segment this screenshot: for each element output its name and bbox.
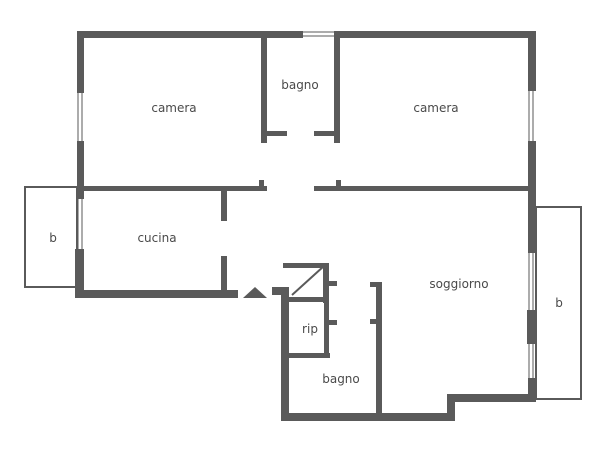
door-jamb-1 [259, 180, 264, 191]
label-camera-left: camera [151, 101, 196, 115]
window-left-lower [77, 199, 83, 249]
rip-diagonal [291, 265, 325, 296]
window-left-upper [77, 93, 83, 141]
label-balcony-right: b [555, 296, 563, 310]
door-jamb-2 [336, 180, 341, 191]
balcony-right [535, 206, 582, 400]
wall-left-mid [77, 141, 84, 199]
wall-bagno-door-left [261, 131, 287, 136]
wall-right-pillar [527, 310, 536, 344]
outer-walls [75, 31, 536, 421]
wall-bagno-top-left [261, 31, 267, 143]
wall-rip-right-upper [323, 263, 329, 303]
label-soggiorno: soggiorno [429, 277, 488, 291]
rip-door-jamb-b [329, 320, 337, 325]
label-balcony-left: b [49, 231, 57, 245]
wall-top-left [77, 31, 303, 38]
label-bagno-top: bagno [281, 78, 319, 92]
wall-rip-bottom-stub [289, 297, 329, 302]
wall-rip-right-base [324, 325, 329, 358]
wall-right-top [528, 31, 536, 91]
wall-bagno-bottom-right [376, 282, 382, 417]
wall-bottom-main [281, 413, 455, 421]
label-bagno-bottom: bagno [322, 372, 360, 386]
wall-rip-top [283, 263, 327, 268]
wall-right-mid [528, 141, 536, 253]
entrance-arrow [243, 287, 267, 298]
window-right-lower [528, 253, 534, 378]
wall-bottom-right [447, 394, 536, 402]
wall-rip-right-lower [324, 303, 329, 325]
wall-bagno-top-right [334, 31, 340, 143]
wall-mid-left [77, 186, 267, 191]
wall-right-bottom [528, 378, 536, 402]
window-right-upper [528, 91, 534, 141]
wall-left-upper [77, 31, 84, 93]
wall-bagno-door-right [314, 131, 340, 136]
window-top [303, 31, 335, 37]
balcony-left [24, 186, 78, 288]
label-ripostiglio: rip [302, 322, 318, 336]
label-cucina: cucina [137, 231, 176, 245]
wall-left-lower [75, 249, 84, 298]
bagno-door-jamb-b [370, 319, 382, 324]
wall-service-left [281, 287, 289, 421]
wall-rip-bottom [289, 353, 330, 358]
wall-cucina-right-upper [221, 191, 227, 221]
wall-cucina-right-lower [221, 256, 227, 294]
interior-walls [77, 31, 532, 417]
wall-bottom-step [447, 394, 455, 421]
wall-mid-right [314, 186, 532, 191]
bagno-door-jamb-a [370, 282, 382, 287]
label-camera-right: camera [413, 101, 458, 115]
wall-entrance-stub [272, 287, 289, 295]
wall-top-right [335, 31, 536, 38]
wall-bottom-cucina [75, 290, 238, 298]
rip-door-jamb-a [329, 281, 337, 286]
